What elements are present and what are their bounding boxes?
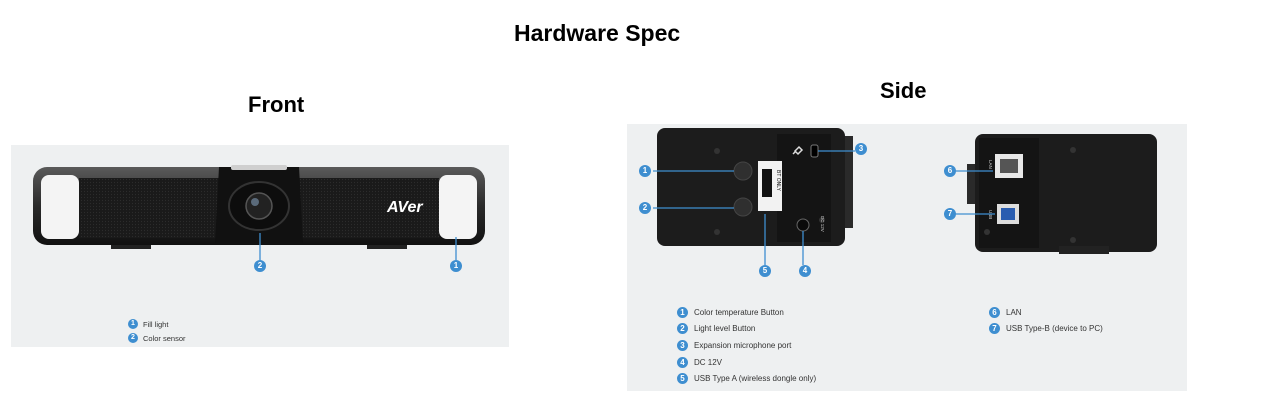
mic-icon: [792, 145, 804, 156]
light-level-button: [733, 197, 753, 217]
legend-number: 4: [677, 357, 688, 368]
legend-number: 3: [677, 340, 688, 351]
dc-jack: [796, 218, 810, 232]
lan-port-label: LAN: [988, 160, 993, 169]
legend-number: 2: [677, 323, 688, 334]
color-temperature-button: [733, 161, 753, 181]
callout-5: 5: [759, 265, 771, 277]
legend-label: Color temperature Button: [694, 308, 784, 317]
callout-3: 3: [855, 143, 867, 155]
legend-label: Expansion microphone port: [694, 341, 792, 350]
legend-label: Fill light: [143, 319, 169, 329]
bt-only-label: BT ONLY: [775, 170, 781, 192]
callout-1: 1: [450, 260, 462, 272]
legend-label: Color sensor: [143, 333, 186, 343]
legend-item: 4 DC 12V: [677, 357, 722, 368]
legend-item: 7 USB Type-B (device to PC): [989, 323, 1103, 334]
legend-item: 1 Fill light: [128, 319, 168, 329]
legend-item: 3 Expansion microphone port: [677, 340, 791, 351]
fill-light-left: [41, 175, 79, 239]
fill-light-right: [439, 175, 477, 239]
legend-item: 5 USB Type A (wireless dongle only): [677, 373, 816, 384]
callout-7: 7: [944, 208, 956, 220]
camera-lens-icon: [245, 192, 273, 220]
legend-label: LAN: [1006, 308, 1022, 317]
legend-number: 1: [128, 319, 138, 329]
front-device-illustration: AVer: [33, 165, 485, 260]
legend-number: 2: [128, 333, 138, 343]
legend-number: 1: [677, 307, 688, 318]
dc-label: DC 12V: [820, 216, 825, 232]
legend-label: USB Type-B (device to PC): [1006, 324, 1103, 333]
page-title: Hardware Spec: [514, 20, 681, 46]
front-panel: AVer 2 1 1 Fill light 2 Color sensor: [11, 145, 509, 347]
legend-label: USB Type A (wireless dongle only): [694, 374, 817, 383]
legend-number: 6: [989, 307, 1000, 318]
legend-item: 6 LAN: [989, 307, 1022, 318]
legend-label: Light level Button: [694, 324, 756, 333]
callout-6: 6: [944, 165, 956, 177]
legend-item: 1 Color temperature Button: [677, 307, 784, 318]
callout-4: 4: [799, 265, 811, 277]
legend-label: DC 12V: [694, 358, 723, 367]
expansion-mic-port: [810, 144, 819, 158]
legend-item: 2 Color sensor: [128, 333, 186, 343]
legend-number: 5: [677, 373, 688, 384]
callout-2: 2: [639, 202, 651, 214]
brand-logo: AVer: [386, 199, 423, 216]
callout-1: 1: [639, 165, 651, 177]
side-heading: Side: [880, 78, 927, 103]
front-heading: Front: [248, 92, 305, 117]
side-panel: BT ONLY DC 12V LAN USB 1 2 3 4 5 6: [627, 124, 1187, 391]
legend-item: 2 Light level Button: [677, 323, 755, 334]
callout-2: 2: [254, 260, 266, 272]
side-device-illustration: BT ONLY DC 12V LAN USB: [653, 128, 1157, 265]
legend-number: 7: [989, 323, 1000, 334]
